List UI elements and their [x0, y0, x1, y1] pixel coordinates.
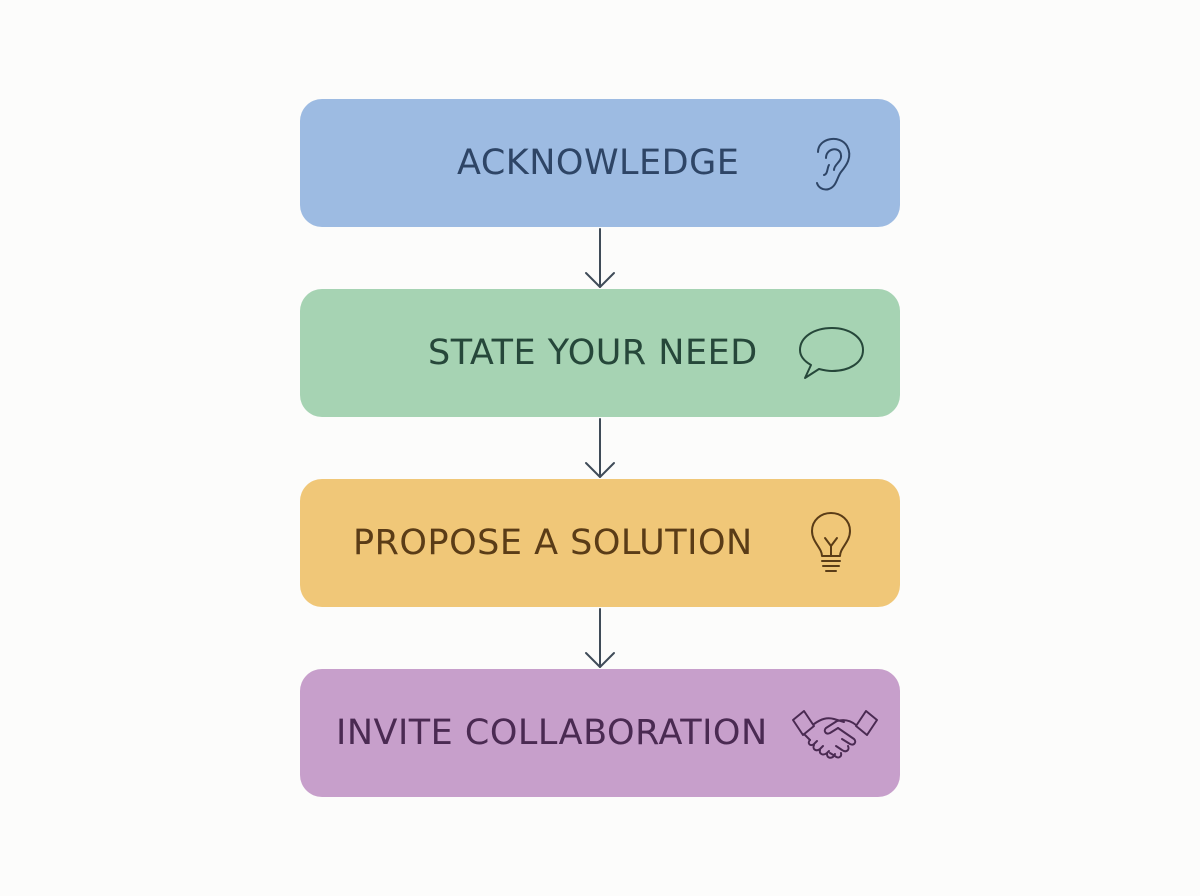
step-propose-a-solution: PROPOSE A SOLUTION: [300, 479, 900, 607]
step-label-invite-collaboration: INVITE COLLABORATION: [336, 713, 768, 753]
ear-icon: [796, 128, 866, 198]
step-label-state-your-need: STATE YOUR NEED: [428, 333, 758, 373]
connector-arrow-2: [583, 417, 617, 481]
step-label-acknowledge: ACKNOWLEDGE: [457, 143, 740, 183]
handshake-icon: [790, 698, 880, 768]
connector-arrow-1: [583, 227, 617, 291]
connector-arrow-3: [583, 607, 617, 671]
step-invite-collaboration: INVITE COLLABORATION: [300, 669, 900, 797]
step-label-propose-a-solution: PROPOSE A SOLUTION: [353, 523, 753, 563]
step-acknowledge: ACKNOWLEDGE: [300, 99, 900, 227]
speech-bubble-icon: [796, 318, 866, 388]
lightbulb-icon: [796, 508, 866, 578]
step-state-your-need: STATE YOUR NEED: [300, 289, 900, 417]
